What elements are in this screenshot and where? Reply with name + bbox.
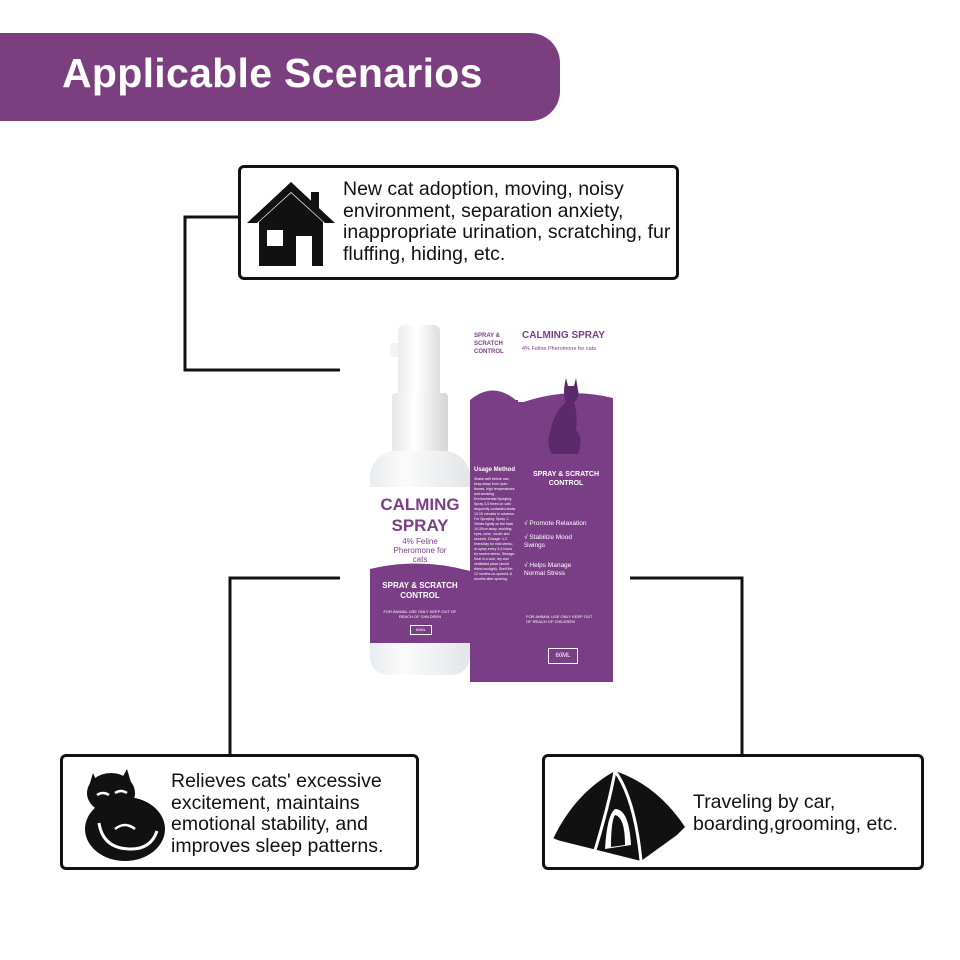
scenario-card-home: New cat adoption, moving, noisy environm… [238,165,679,280]
bottle-band: SPRAY & SCRATCH CONTROL FOR ANIMAL USE O… [370,573,470,643]
scenario-card-travel: Traveling by car, boarding,grooming, etc… [542,754,924,870]
tent-icon [549,765,691,870]
connector-top [183,215,340,372]
page-title: Applicable Scenarios [62,50,483,96]
box-side-wave [470,390,518,420]
box-warning: FOR ANIMAL USE ONLY KEEP OUT OF REACH OF… [526,614,593,624]
box-benefit-2: √ Stabilize Mood Swings [524,534,573,549]
box-usage-text: Shake well before use; keep away from op… [474,477,516,581]
curled-cat-icon [75,763,171,868]
bottle-body: CALMING SPRAY 4% Feline Pheromone for ca… [370,451,470,675]
box-front-title: CALMING SPRAY [522,330,605,341]
scenario-text-calm: Relieves cats' excessive excitement, mai… [171,770,384,857]
house-icon [245,178,337,275]
bottle-title-line2: SPRAY [391,516,449,535]
spray-bottle: CALMING SPRAY 4% Feline Pheromone for ca… [370,325,470,675]
box-benefit-3: √ Helps Manage Normal Stress [524,562,572,577]
scenario-text-home: New cat adoption, moving, noisy environm… [343,178,671,265]
scenario-text-travel: Traveling by car, boarding,grooming, etc… [693,791,898,835]
connector-bottom-left [228,576,340,755]
box-side-title: SPRAY & SCRATCH CONTROL [474,333,504,355]
bottle-title-line1: CALMING [380,495,460,514]
box-usage-heading: Usage Method [474,467,516,473]
product-image: CALMING SPRAY 4% Feline Pheromone for ca… [355,305,630,700]
scenario-card-calm: Relieves cats' excessive excitement, mai… [60,754,419,870]
bottle-volume: 60ML [410,625,432,635]
box-volume: 60ML [548,648,578,664]
bottle-label: CALMING SPRAY 4% Feline Pheromone for ca… [370,487,470,643]
bottle-subtitle: 4% Feline Pheromone for cats [393,537,447,564]
bottle-warning: FOR ANIMAL USE ONLY KEEP OUT OF REACH OF… [383,609,457,619]
connector-bottom-right [630,576,744,755]
box-side-panel: SPRAY & SCRATCH CONTROL Usage Method Sha… [470,310,518,682]
box-front-subtitle: 4% Feline Pheromone for cats [522,346,596,352]
box-benefit-1: √ Promote Relaxation [524,520,587,527]
bottle-band-text: SPRAY & SCRATCH CONTROL [382,581,458,600]
bottle-collar [392,393,448,453]
bottle-cap [398,325,440,395]
box-side-top [470,310,518,400]
cat-silhouette-icon [544,376,584,461]
header-banner [0,33,560,121]
box-front-band: SPRAY & SCRATCH CONTROL [533,471,599,487]
box-front-panel: CALMING SPRAY 4% Feline Pheromone for ca… [518,310,613,682]
